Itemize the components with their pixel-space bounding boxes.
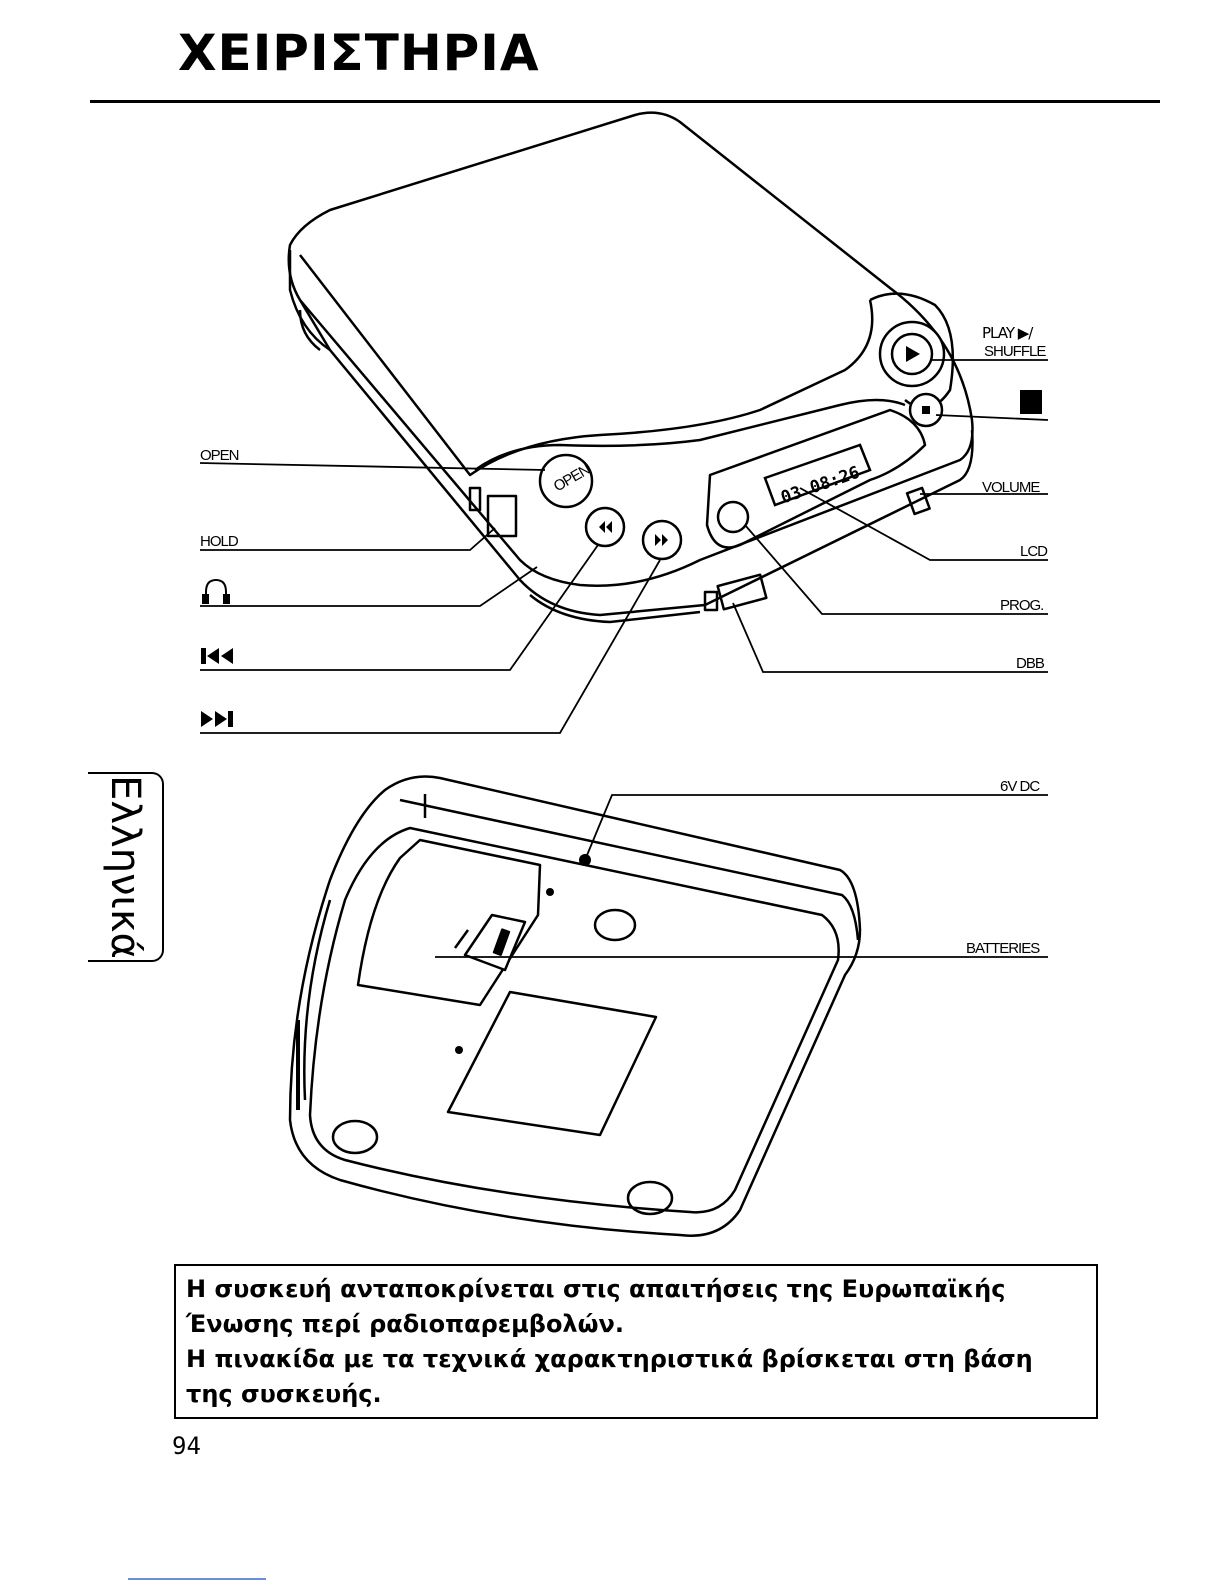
bottom-view <box>290 777 860 1236</box>
label-open: OPEN <box>200 447 239 464</box>
language-tab: Ελληνικά <box>88 772 164 962</box>
label-hold: HOLD <box>200 533 239 550</box>
scan-artifact <box>128 1578 266 1580</box>
label-volume: VOLUME <box>982 479 1040 496</box>
stop-button-glyph <box>922 406 930 414</box>
language-tab-label: Ελληνικά <box>102 775 148 959</box>
page-number: 94 <box>172 1432 201 1460</box>
label-prog: PROG. <box>1000 597 1043 614</box>
next-track-icon <box>201 711 233 727</box>
prog-button <box>718 502 748 532</box>
player-lid <box>289 113 973 586</box>
notice-line-1: Η συσκευή ανταποκρίνεται στις απαιτήσεις… <box>186 1272 1086 1342</box>
label-dbb: DBB <box>1016 655 1045 672</box>
headphones-icon <box>203 580 229 603</box>
stop-icon <box>1020 390 1042 414</box>
top-view <box>289 113 973 622</box>
label-6v-dc: 6V DC <box>1000 778 1040 795</box>
previous-track-icon <box>201 648 233 664</box>
label-batteries: BATTERIES <box>966 940 1040 957</box>
label-lcd: LCD <box>1020 543 1048 560</box>
label-play-2: SHUFFLE <box>984 343 1046 360</box>
notice-line-2: Η πινακίδα με τα τεχνικά χαρακτηριστικά … <box>186 1342 1086 1412</box>
compliance-notice: Η συσκευή ανταποκρίνεται στις απαιτήσεις… <box>174 1264 1098 1419</box>
label-play-1: PLAY ▶/ <box>982 324 1034 342</box>
